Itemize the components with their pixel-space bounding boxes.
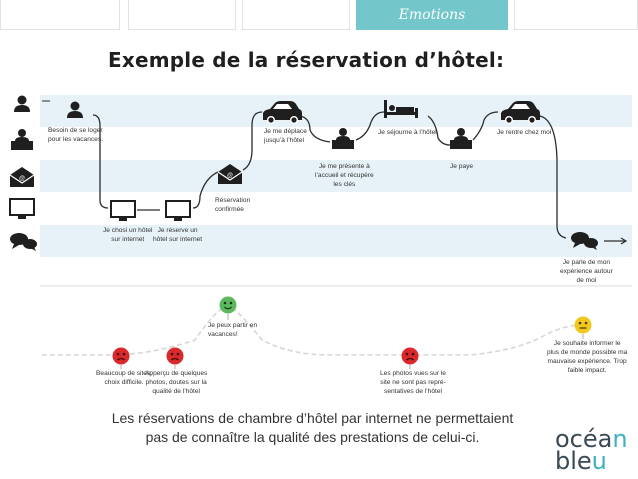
tab-emotions[interactable]: Emotions: [356, 0, 508, 30]
step-choose-hotel-icon: [110, 200, 136, 221]
caption-text: Les réservations de chambre d’hôtel par …: [111, 410, 514, 445]
emotion-label-inform-others: Je souhaite informer le plus de monde po…: [547, 340, 628, 374]
emotion-label-photos-misleading: Les photos vues sur le site ne sont pas …: [380, 370, 446, 395]
step-label-return-home: Je rentre chez moi: [497, 129, 552, 136]
step-label-pay: Je paye: [450, 163, 474, 170]
sad-face-icon: [166, 347, 184, 365]
logo-line-1: océan: [555, 425, 628, 453]
word-of-mouth-icon: [10, 233, 37, 251]
lane-band-2: [40, 160, 632, 192]
step-pay-icon: [450, 128, 472, 149]
step-confirmation-email-icon: [217, 163, 243, 185]
tab-emotions-label: Emotions: [398, 7, 466, 23]
email-icon: [9, 166, 35, 188]
emotion-label-photo-doubts: Apperçu de quelques photos, doutes sur l…: [145, 370, 208, 395]
neutral-face-icon: [574, 316, 592, 334]
hotel-staff-icon: [11, 129, 33, 150]
step-label-check-in: Je me présente à l’accueil et récupère l…: [315, 163, 374, 188]
customer-icon: [14, 95, 30, 112]
step-label-need-lodging: Besoin de se loger pour les vacances.: [48, 127, 103, 143]
emotion-label-many-sites: Beaucoup de sites, choix difficile.: [96, 370, 153, 386]
sad-face-icon: [401, 347, 419, 365]
logo-text: océa: [555, 425, 613, 453]
step-return-car-icon: [501, 101, 540, 124]
emotion-label-can-leave: Je peux partir en vacances!: [208, 322, 258, 338]
step-reception-icon: [332, 128, 354, 149]
lane-band-3: [40, 225, 632, 257]
tab-5[interactable]: [514, 0, 638, 30]
happy-face-icon: [219, 296, 237, 314]
page-title: Exemple de la réservation d’hôtel:: [108, 48, 505, 72]
tab-2[interactable]: [128, 0, 236, 30]
step-share-experience-icon: [571, 232, 598, 250]
computer-icon: [9, 198, 35, 219]
emotion-callout-lines: [120, 314, 584, 369]
tab-3[interactable]: [242, 0, 350, 30]
logo-text: ble: [555, 447, 592, 475]
step-customer-icon: [67, 101, 83, 118]
step-label-stay: Je séjourne à l’hôtel: [378, 129, 437, 136]
logo-line-2: bleu: [555, 447, 628, 475]
journey-flow-line: [92, 111, 567, 239]
step-label-confirmation: Réservation confirmée: [215, 197, 251, 213]
step-label-book-hotel: Je réserve un hôtel sur internet: [153, 227, 203, 243]
step-label-travel: Je me déplace jusqu’à l’hôtel: [264, 128, 307, 144]
step-travel-car-icon: [263, 101, 302, 124]
emotion-curve: [42, 304, 583, 356]
logo-accent: n: [612, 425, 628, 453]
step-stay-bed-icon: [384, 100, 418, 118]
step-label-choose-hotel: Je chosi un hôtel sur internet: [103, 227, 153, 243]
exit-arrow: [604, 237, 628, 245]
logo-accent: u: [591, 447, 607, 475]
step-book-hotel-icon: [165, 200, 191, 221]
sad-face-icon: [112, 347, 130, 365]
ocean-bleu-logo: océan bleu: [555, 425, 628, 475]
step-label-share: Je parle de mon expérience autour de moi: [560, 259, 613, 284]
tab-1[interactable]: [0, 0, 120, 30]
